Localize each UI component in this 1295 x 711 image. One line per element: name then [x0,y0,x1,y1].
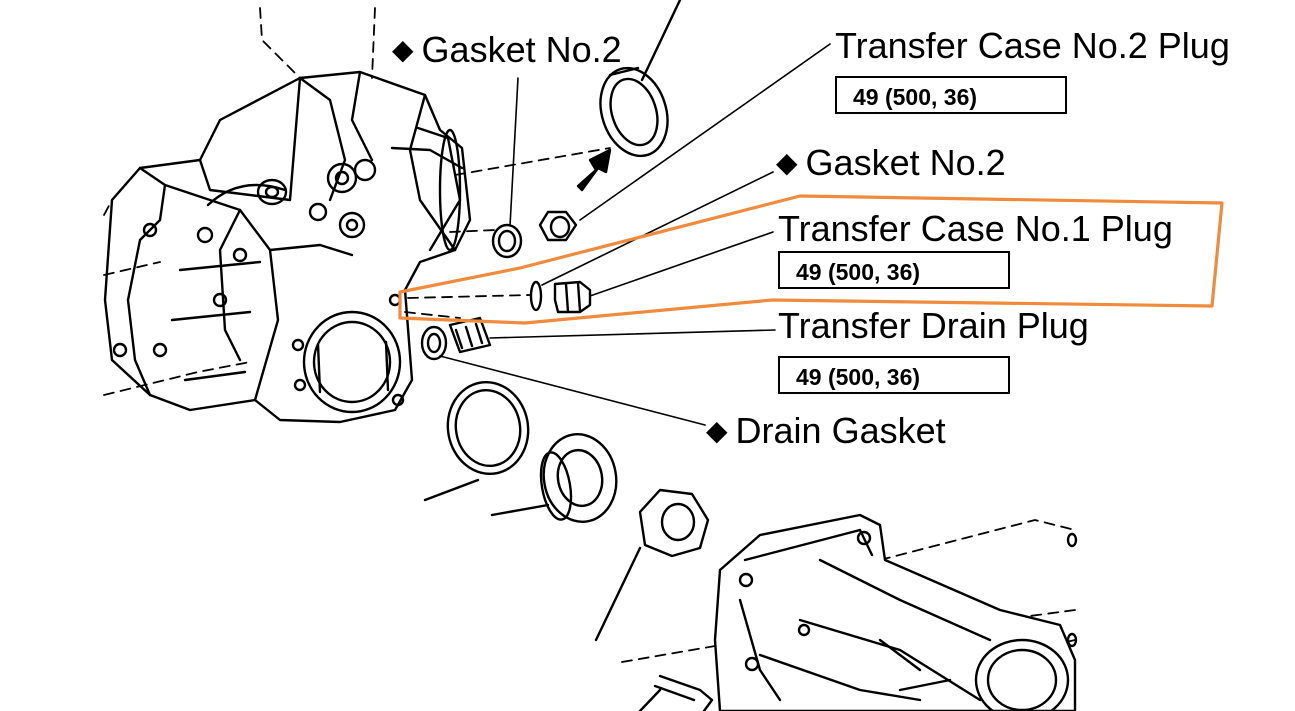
oil-seal [599,0,682,158]
transfer-case-housing [103,70,472,424]
bolt [638,674,714,711]
diamond-icon: ◆ [706,415,728,446]
torque-box-no2: 49 (500, 36) [835,76,1067,114]
label-transfer-case-no2-plug: Transfer Case No.2 Plug [835,25,1230,66]
leader-lines [439,43,831,426]
diamond-icon: ◆ [392,34,414,65]
torque-box-no1: 49 (500, 36) [778,251,1010,289]
label-gasket-no2-mid: ◆Gasket No.2 [776,142,1006,183]
highlight-outline [398,194,1224,325]
arrow-icon [576,148,612,192]
gasket-no2-part [491,223,523,259]
label-transfer-drain-plug: Transfer Drain Plug [778,305,1089,346]
diamond-icon: ◆ [776,147,798,178]
label-drain-gasket: ◆Drain Gasket [706,410,946,451]
drain-plug-part [420,316,492,361]
roller-bearing [490,433,618,523]
gasket-mid-part [529,280,543,312]
label-transfer-case-no1-plug: Transfer Case No.1 Plug [778,208,1173,249]
extension-housing [713,513,1078,711]
bearing-race [423,380,530,502]
lock-nut [594,488,710,642]
label-gasket-no2-top: ◆Gasket No.2 [392,29,622,70]
plug-no2-part [538,210,578,242]
plug-no1-part [553,280,592,314]
torque-box-drain: 49 (500, 36) [778,356,1010,394]
